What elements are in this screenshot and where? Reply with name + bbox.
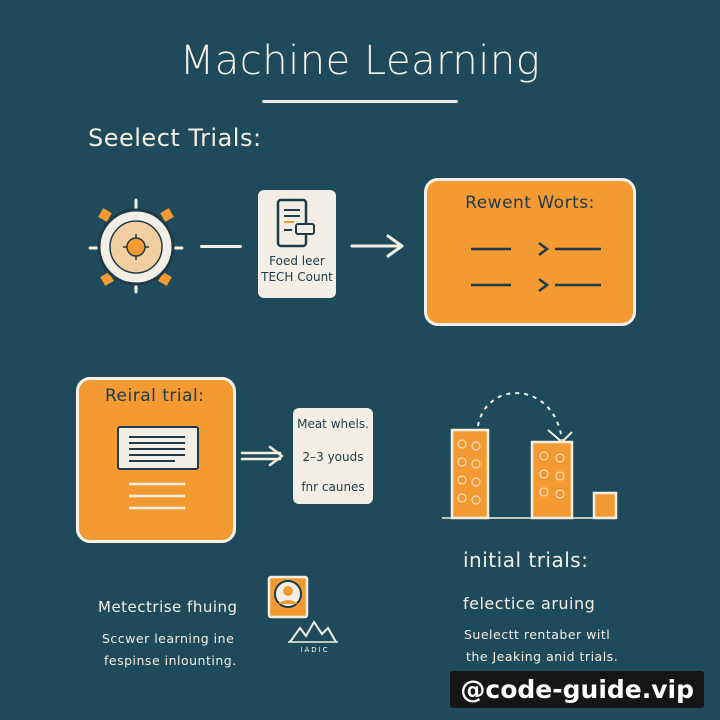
summary-lines	[129, 482, 185, 510]
icon-caption: IADIC	[300, 646, 330, 654]
reiral-trial-box: Reiral trial:	[76, 377, 236, 543]
page-title: Machine Learning	[179, 38, 541, 84]
arrow-right-icon	[240, 445, 284, 467]
felectice-line1: Suelectt rentaber witl	[464, 627, 611, 642]
feed-card-line1: Foed leer	[269, 254, 325, 268]
rewent-worts-box: Rewent Worts:	[424, 178, 636, 326]
document-panel	[117, 426, 199, 470]
connector-line	[200, 245, 242, 248]
trial-bars-illustration	[442, 392, 618, 520]
title-underline	[262, 100, 458, 103]
mapping-lines	[471, 242, 601, 292]
meat-wheels-card: Meat whels. 2–3 youds fnr caunes	[293, 408, 373, 504]
felectice-title: felectice aruing	[463, 594, 596, 613]
arrow-right-icon	[350, 234, 404, 258]
select-trials-label: Seelect Trials:	[88, 124, 262, 152]
meat-card-line1: Meat whels.	[297, 417, 369, 431]
feed-count-card: Foed leer TECH Count	[258, 190, 336, 298]
meat-card-line2: 2–3 youds	[302, 450, 364, 464]
gear-icon	[88, 198, 184, 294]
text-lines-icon	[129, 436, 185, 462]
metectrise-line1: Sccwer learning ine	[102, 631, 235, 646]
metectrise-title: Metectrise fhuing	[98, 598, 238, 616]
meat-card-line3: fnr caunes	[301, 480, 365, 494]
framed-avatar-icon	[267, 575, 338, 643]
felectice-line2: the Jeaking anid trials.	[466, 649, 619, 664]
metectrise-line2: fespinse inlounting.	[104, 653, 237, 668]
initial-trials-label: initial trials:	[463, 548, 589, 572]
reiral-trial-title: Reiral trial:	[105, 386, 205, 406]
watermark: @code-guide.vip	[450, 671, 704, 708]
feed-card-line2: TECH Count	[261, 270, 333, 284]
rewent-worts-title: Rewent Worts:	[465, 193, 595, 213]
device-icon	[276, 198, 315, 248]
